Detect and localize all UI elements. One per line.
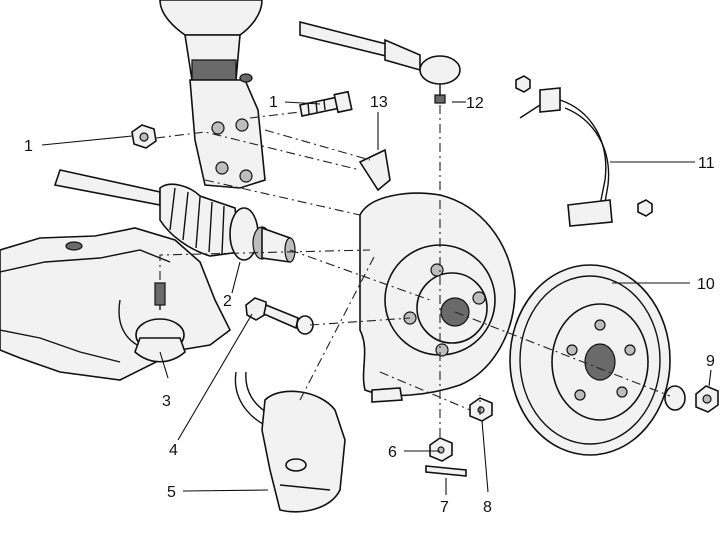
- callout-labels: 1 1 2 3 4 5 6 7 8 9 10 11 12 13: [24, 94, 715, 516]
- cotter-pin: [425, 465, 467, 477]
- brake-disc: [509, 264, 671, 456]
- bolt-knuckle: [245, 297, 314, 335]
- nut-6: [429, 437, 453, 462]
- callout-2: 2: [223, 293, 232, 310]
- callout-12: 12: [466, 95, 484, 112]
- callout-10: 10: [697, 276, 715, 293]
- nut-left: [131, 124, 157, 149]
- callout-3: 3: [162, 393, 171, 410]
- callout-4: 4: [169, 442, 178, 459]
- callout-6: 6: [388, 444, 397, 461]
- strut: [159, 0, 266, 189]
- bolt-upper: [299, 90, 353, 117]
- callout-1-left: 1: [24, 138, 33, 155]
- callout-1-upper: 1: [269, 94, 278, 111]
- callout-5: 5: [167, 484, 176, 501]
- callout-11: 11: [698, 155, 715, 172]
- nut-8: [469, 397, 493, 422]
- abs-sensor: [515, 75, 653, 227]
- steering-knuckle: [358, 148, 516, 403]
- callout-8: 8: [483, 499, 492, 516]
- callout-leaders: [41, 101, 712, 495]
- assembly-lines: [155, 105, 671, 440]
- brake-caliper: [234, 371, 346, 513]
- callout-9: 9: [706, 353, 715, 370]
- callout-7: 7: [440, 499, 449, 516]
- hub-nut: [664, 385, 719, 413]
- tie-rod: [299, 20, 461, 104]
- ball-joint: [134, 282, 186, 363]
- callout-13: 13: [370, 94, 388, 111]
